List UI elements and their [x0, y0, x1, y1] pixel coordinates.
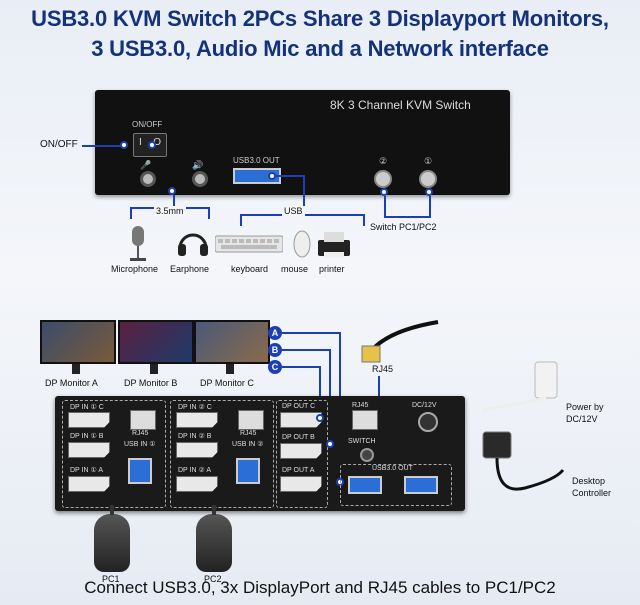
pc1-dp-b-port[interactable] — [68, 442, 110, 458]
power-adapter-icon — [481, 361, 558, 412]
rj45-cable-icon — [361, 320, 439, 363]
pc2-rj45-port[interactable] — [238, 410, 264, 430]
badge-c: C — [268, 360, 282, 374]
onoff-callout: ON/OFF — [40, 139, 78, 150]
earphone-label: Earphone — [170, 264, 210, 274]
switch-pc-callout: Switch PC1/PC2 — [370, 222, 437, 232]
pc1-rj45-port[interactable] — [130, 410, 156, 430]
rj45-label: RJ45 — [372, 364, 394, 374]
microphone-icon — [130, 226, 146, 261]
pc1-usb-port[interactable] — [128, 458, 152, 484]
switch-label: SWITCH — [348, 438, 376, 445]
pc1-label: PC1 — [102, 574, 120, 584]
button-2-label: ② — [379, 156, 388, 166]
button-1-label: ① — [424, 156, 433, 166]
monitor-c — [194, 320, 270, 364]
switch-port[interactable] — [360, 448, 374, 462]
rear-usb-port-1[interactable] — [348, 476, 382, 494]
rear-usb-port-2[interactable] — [404, 476, 438, 494]
footer-caption: Connect USB3.0, 3x DisplayPort and RJ45 … — [84, 578, 556, 597]
desktop-label: Desktop — [572, 476, 606, 486]
badge-a: A — [268, 326, 282, 340]
pc1-switch-button[interactable] — [419, 170, 437, 188]
pc1-dp-c-port[interactable] — [68, 412, 110, 428]
pc1-dp-a-port[interactable] — [68, 476, 110, 492]
pc2-usb-label: USB IN ② — [232, 441, 264, 448]
power-label: Power by — [566, 402, 604, 412]
dp-out-c-label: DP OUT C — [282, 403, 316, 410]
mic-jack[interactable] — [140, 171, 156, 187]
usb-callout: USB — [282, 206, 305, 216]
printer-icon — [318, 232, 350, 258]
usb3-out-group — [340, 464, 452, 506]
keyboard-icon — [215, 235, 283, 253]
pc2-dp-c-port[interactable] — [176, 412, 218, 428]
pc2-switch-button[interactable] — [374, 170, 392, 188]
dc-label: DC/12V — [412, 402, 437, 409]
pc1-rj45-label: RJ45 — [132, 430, 149, 437]
mouse-icon — [293, 230, 311, 258]
dp-out-a-label: DP OUT A — [282, 467, 315, 474]
monitor-a — [40, 320, 116, 364]
mic-symbol-icon: 🎤 — [140, 160, 152, 170]
pc2-dp-a-label: DP IN ② A — [178, 467, 211, 474]
network-rj45-label: RJ45 — [352, 402, 369, 409]
printer-label: printer — [319, 264, 345, 274]
desktop-controller-icon — [482, 431, 565, 491]
usb-out-label: USB3.0 OUT — [233, 156, 280, 165]
network-rj45-port[interactable] — [352, 410, 378, 430]
headline-line-1: USB3.0 KVM Switch 2PCs Share 3 Displaypo… — [31, 6, 609, 31]
rocker-off-mark: I — [139, 137, 142, 148]
pc2-dp-c-label: DP IN ② C — [178, 404, 212, 411]
pc1-dp-b-label: DP IN ① B — [70, 433, 104, 440]
dp-out-a-port[interactable] — [280, 476, 322, 492]
pc2-rj45-label: RJ45 — [240, 430, 257, 437]
usb3-out-label: USB3.0 OUT — [372, 465, 413, 472]
pc1-dp-a-label: DP IN ① A — [70, 467, 103, 474]
earphone-icon — [178, 233, 208, 256]
monitor-b — [118, 320, 194, 364]
headline-line-2: 3 USB3.0, Audio Mic and a Network interf… — [91, 36, 549, 61]
keyboard-label: keyboard — [231, 264, 269, 274]
pc2-label: PC2 — [204, 574, 222, 584]
pc1-port-group — [62, 400, 166, 508]
monitor-b-label: DP Monitor B — [124, 378, 178, 388]
pc2-dp-b-port[interactable] — [176, 442, 218, 458]
pc2-usb-port[interactable] — [236, 458, 260, 484]
pc1-dp-c-label: DP IN ① C — [70, 404, 104, 411]
rocker-on-mark: O — [153, 137, 161, 148]
audio-symbol-icon: 🔊 — [192, 160, 204, 170]
output-port-group — [276, 400, 328, 508]
pc1-usb-label: USB IN ① — [124, 441, 156, 448]
pc1-icon — [94, 514, 130, 572]
rocker-label: ON/OFF — [132, 120, 163, 129]
dp-out-b-label: DP OUT B — [282, 434, 315, 441]
controller-label: Controller — [572, 488, 612, 498]
pc2-icon — [196, 514, 232, 572]
audio-jack[interactable] — [192, 171, 208, 187]
dc-power-jack[interactable] — [418, 412, 438, 432]
microphone-label: Microphone — [111, 264, 159, 274]
monitor-a-label: DP Monitor A — [45, 378, 98, 388]
front-panel-title: 8K 3 Channel KVM Switch — [330, 98, 471, 112]
pc2-dp-b-label: DP IN ② B — [178, 433, 212, 440]
power-label-2: DC/12V — [566, 414, 598, 424]
pc2-dp-a-port[interactable] — [176, 476, 218, 492]
dp-out-b-port[interactable] — [280, 443, 322, 459]
mouse-label: mouse — [281, 264, 309, 274]
badge-b: B — [268, 343, 282, 357]
pc2-port-group — [170, 400, 274, 508]
mm35-callout: 3.5mm — [154, 206, 186, 216]
monitor-c-label: DP Monitor C — [200, 378, 254, 388]
